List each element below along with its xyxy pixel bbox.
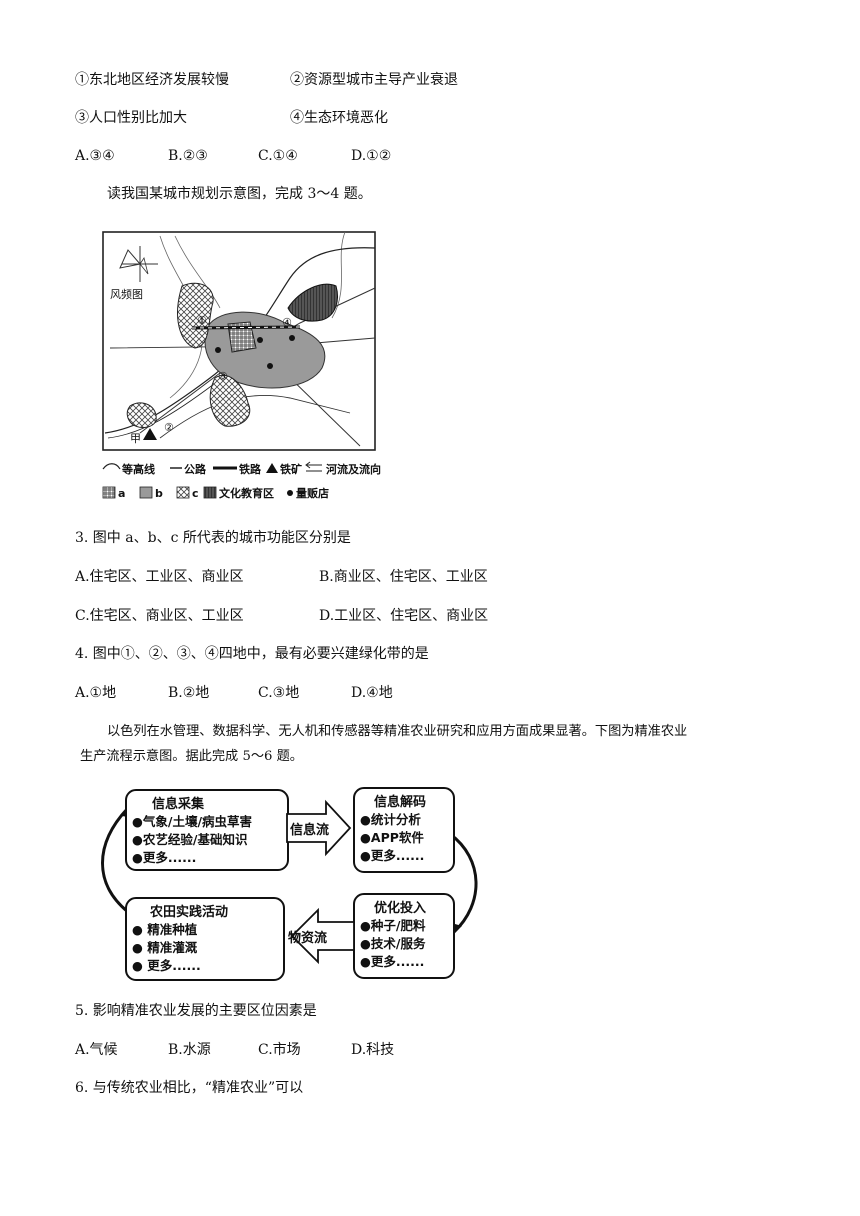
q2-answer-c: C.①④ (258, 148, 298, 164)
zone-a (227, 321, 257, 353)
legend-store-dot (287, 490, 293, 496)
wind-rose-label: 风频图 (110, 287, 143, 301)
river (107, 383, 215, 439)
q2-option-3: ③人口性别比加大 (75, 110, 187, 126)
q3-answer-d: D.工业区、住宅区、商业区 (319, 608, 489, 624)
zone-c (209, 375, 251, 427)
contour-line (174, 235, 221, 309)
box-info-collection: 信息采集 ●气象/土壤/病虫草害 ●农艺经验/基础知识 ●更多...... (125, 789, 289, 871)
store-dot (215, 347, 221, 353)
box2-item-1: ●统计分析 (360, 812, 421, 827)
q4-answer-b: B.②地 (168, 685, 210, 701)
box2-title: 信息解码 (374, 794, 426, 810)
arrow-material-label: 物资流 (288, 930, 327, 946)
box1-item-2: ●农艺经验/基础知识 (132, 832, 248, 847)
marker-4: ④ (282, 316, 292, 329)
box2-item-3: ●更多...... (360, 848, 424, 863)
box4-item-2: ● 精准灌溉 (132, 940, 198, 955)
marker-3: ③ (218, 370, 228, 383)
education-zone (287, 283, 338, 322)
q6-stem: 6. 与传统农业相比，“精准农业”可以 (75, 1080, 304, 1096)
river-legend-icon (305, 461, 322, 472)
store-dot (257, 337, 263, 343)
q5-answer-b: B.水源 (168, 1042, 211, 1058)
q4-answer-d: D.④地 (351, 685, 393, 701)
intro-3-4: 读我国某城市规划示意图，完成 3～4 题。 (107, 186, 372, 202)
q4-answer-c: C.③地 (258, 685, 300, 701)
q2-option-2: ②资源型城市主导产业衰退 (290, 72, 458, 88)
box-field-practice: 农田实践活动 ● 精准种植 ● 精准灌溉 ● 更多...... (125, 897, 285, 981)
iron-mine-icon (143, 428, 157, 440)
marker-1: ① (197, 314, 207, 327)
city-planning-map: 风频图 甲 ① ② ③ ④ 等高线 公路 铁路 铁矿 河流及流向 (102, 231, 381, 500)
q5-answer-d: D.科技 (351, 1042, 395, 1058)
legend-c-swatch (176, 486, 190, 499)
legend-edu-swatch (203, 486, 217, 499)
store-dot (267, 363, 273, 369)
label-jia: 甲 (130, 432, 141, 445)
store-dot (289, 335, 295, 341)
legend-contour: 等高线 (121, 462, 155, 476)
box1-item-3: ●更多...... (132, 850, 196, 865)
arrow-material-flow: 物资流 (288, 907, 355, 965)
legend-b: b (155, 487, 163, 500)
q3-answer-c: C.住宅区、商业区、工业区 (75, 608, 244, 624)
q3-answer-a: A.住宅区、工业区、商业区 (75, 569, 244, 585)
box3-title: 优化投入 (374, 900, 426, 916)
box4-item-1: ● 精准种植 (132, 922, 198, 937)
zone-c (177, 282, 214, 349)
box4-title: 农田实践活动 (149, 904, 228, 920)
legend-b-swatch (139, 486, 153, 499)
legend-a: a (118, 487, 125, 500)
mine-legend-icon (266, 463, 278, 473)
wind-rose-icon (119, 246, 158, 282)
arrow-info-flow: 信息流 (286, 799, 352, 857)
legend-road: 公路 (184, 462, 207, 476)
zone-c (126, 402, 157, 428)
q3-stem: 3. 图中 a、b、c 所代表的城市功能区分别是 (75, 530, 351, 546)
q4-stem: 4. 图中①、②、③、④四地中，最有必要兴建绿化带的是 (75, 646, 429, 662)
map-legend: 等高线 公路 铁路 铁矿 河流及流向 a b c 文化教育区 量贩店 (102, 461, 381, 500)
precision-agriculture-flow-diagram: 信息采集 ●气象/土壤/病虫草害 ●农艺经验/基础知识 ●更多...... 信息… (101, 787, 478, 981)
loop-arrow-left (101, 806, 130, 914)
q5-answer-a: A.气候 (75, 1042, 118, 1058)
box3-item-1: ●种子/肥料 (360, 918, 426, 933)
box3-item-2: ●技术/服务 (360, 936, 426, 951)
q2-answer-a: A.③④ (75, 148, 115, 164)
contour-legend-icon (102, 463, 121, 470)
q5-stem: 5. 影响精准农业发展的主要区位因素是 (75, 1003, 317, 1019)
arrow-info-label: 信息流 (290, 822, 329, 838)
legend-river: 河流及流向 (326, 462, 381, 476)
q2-answer-b: B.②③ (168, 148, 208, 164)
legend-mine: 铁矿 (280, 462, 302, 476)
legend-store: 量贩店 (296, 486, 329, 500)
box1-item-1: ●气象/土壤/病虫草害 (132, 814, 252, 829)
marker-2: ② (164, 421, 174, 434)
legend-a-swatch (102, 486, 116, 499)
box4-item-3: ● 更多...... (132, 958, 201, 973)
q4-answer-a: A.①地 (75, 685, 117, 701)
q5-answer-c: C.市场 (258, 1042, 301, 1058)
intro-5-6-line2: 生产流程示意图。据此完成 5～6 题。 (80, 749, 303, 764)
box3-item-3: ●更多...... (360, 954, 424, 969)
q2-option-1: ①东北地区经济发展较慢 (75, 72, 229, 88)
box2-item-2: ●APP软件 (360, 830, 424, 845)
legend-c: c (192, 487, 199, 500)
q2-answer-d: D.①② (351, 148, 392, 164)
loop-arrow-right (449, 832, 478, 934)
legend-edu: 文化教育区 (219, 486, 274, 500)
q2-option-4: ④生态环境恶化 (290, 110, 388, 126)
legend-rail: 铁路 (239, 462, 262, 476)
box1-title: 信息采集 (152, 796, 205, 812)
contour-line (331, 231, 346, 319)
box-info-decoding: 信息解码 ●统计分析 ●APP软件 ●更多...... (353, 787, 455, 873)
box-optimized-input: 优化投入 ●种子/肥料 ●技术/服务 ●更多...... (353, 893, 455, 979)
q3-answer-b: B.商业区、住宅区、工业区 (319, 569, 488, 585)
intro-5-6-line1: 以色列在水管理、数据科学、无人机和传感器等精准农业研究和应用方面成果显著。下图为… (107, 724, 688, 739)
